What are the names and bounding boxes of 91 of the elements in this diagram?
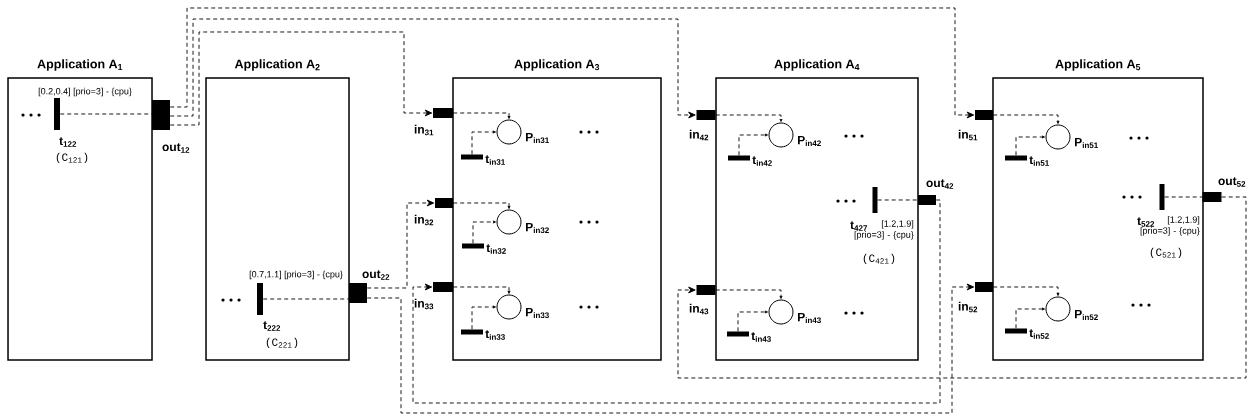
- dashed-line: [1164, 196, 1203, 198]
- transition-bar: t$_{in51}$: [1005, 155, 1049, 166]
- arrow: [366, 199, 435, 289]
- node-label: t$_{222}$: [263, 321, 281, 331]
- arrow: [412, 199, 941, 404]
- transition-bar: t$_{in43}$: [727, 331, 771, 342]
- node-label: out$_{12}$: [162, 143, 190, 153]
- arrow: [471, 130, 496, 155]
- transition-bar: t$_{in42}$: [728, 155, 772, 166]
- port-block: in$_{52}$: [958, 282, 993, 313]
- node-label: P$_{in51}$: [1075, 137, 1098, 149]
- port-block: in$_{43}$: [689, 285, 716, 315]
- node-label: Application A$_{3}$: [514, 59, 600, 71]
- node-label: out$_{52}$: [1218, 177, 1246, 187]
- dashed-line: [262, 298, 350, 300]
- port-block: out$_{22}$: [349, 270, 390, 303]
- arrow: [452, 286, 511, 294]
- node-label: Application A$_{2}$: [234, 59, 320, 71]
- node-label: (C$_{121}$): [56, 152, 88, 164]
- node-label: [1.2,1.9]: [881, 220, 914, 229]
- node-label: (C$_{221}$): [266, 337, 298, 349]
- node-label: Application A$_{1}$: [37, 59, 123, 71]
- arrow: [992, 114, 1060, 124]
- node-label: t$_{122}$: [59, 137, 77, 147]
- port-block: out$_{12}$: [152, 100, 190, 153]
- arrow: [992, 286, 1060, 296]
- arrow: [169, 31, 433, 126]
- node-label: t$_{in32}$: [486, 244, 506, 254]
- node-label: (C$_{521}$): [1150, 247, 1182, 259]
- port-block: in$_{42}$: [689, 110, 716, 141]
- transition-bar: t$_{427}$ [1.2,1.9] [prio=3] - {cpu} (C$_{421}$): [850, 187, 914, 265]
- arrow: [472, 220, 496, 244]
- node-label: Application A$_{4}$: [774, 59, 860, 71]
- node-label: t$_{in31}$: [485, 155, 505, 165]
- node-label: P$_{in32}$: [526, 222, 549, 234]
- transition-bar: t$_{in33}$: [461, 329, 505, 340]
- transition-bar: t$_{522}$ [1.2,1.9] [prio=3] - {cpu} (C$_{521}$): [1137, 184, 1200, 259]
- node-label: t$_{in52}$: [1029, 329, 1049, 339]
- arrow: [1015, 307, 1045, 329]
- transition-bar: t$_{in52}$: [1005, 328, 1049, 339]
- node-label: P$_{in42}$: [798, 135, 821, 147]
- port-block: in$_{31}$: [414, 108, 453, 136]
- port-block: out$_{42}$: [918, 179, 954, 205]
- node-label: in$_{32}$: [414, 214, 434, 226]
- node-label: P$_{in52}$: [1075, 309, 1098, 321]
- node-label: Application A$_{5}$: [1055, 59, 1141, 71]
- arrow: [1015, 135, 1045, 156]
- node-label: in$_{43}$: [689, 303, 709, 315]
- transition-bar: t$_{in32}$: [462, 243, 506, 254]
- node-label: (C$_{421}$): [863, 253, 895, 265]
- arrow: [471, 305, 496, 330]
- node-label: [0.2,0.4] [prio=3] - {cpu}: [38, 87, 132, 97]
- arrow: [737, 310, 768, 332]
- node-label: [prio=3] - {cpu}: [854, 231, 914, 240]
- node-label: P$_{in31}$: [526, 132, 549, 144]
- node-label: P$_{in33}$: [526, 307, 549, 319]
- arrow: [738, 133, 768, 156]
- port-block: in$_{33}$: [414, 282, 453, 310]
- arrow: [169, 18, 696, 119]
- arrow: [452, 112, 511, 119]
- port-block: out$_{52}$: [1202, 177, 1246, 202]
- dashed-line: [877, 199, 919, 201]
- arrow: [715, 114, 783, 122]
- node-label: [prio=3] - {cpu}: [1140, 227, 1200, 236]
- arrow: [366, 283, 975, 414]
- transition-bar: [0.7,1.1] [prio=3] - {cpu} t$_{222}$ (C$_{221}$): [249, 270, 343, 349]
- transition-bar: t$_{in31}$: [461, 154, 505, 165]
- node-label: [0.7,1.1] [prio=3] - {cpu}: [249, 270, 343, 280]
- transition-bar: [0.2,0.4] [prio=3] - {cpu} t$_{122}$ (C$_{121}$): [38, 87, 132, 164]
- node-label: out$_{22}$: [362, 270, 390, 280]
- node-label: t$_{427}$: [850, 221, 868, 231]
- node-label: out$_{42}$: [926, 179, 954, 189]
- node-label: in$_{42}$: [689, 129, 709, 141]
- arrow: [169, 7, 975, 119]
- port-block: in$_{51}$: [958, 110, 993, 141]
- node-label: t$_{in42}$: [752, 156, 772, 166]
- node-label: P$_{in43}$: [798, 312, 821, 324]
- arrow: [452, 202, 511, 209]
- node-label: in$_{33}$: [414, 298, 434, 310]
- node-label: t$_{in33}$: [485, 330, 505, 340]
- dashed-line: [59, 113, 153, 115]
- arrow: [715, 289, 783, 299]
- node-label: t$_{522}$: [1137, 217, 1155, 227]
- node-label: t$_{in43}$: [751, 332, 771, 342]
- node-label: [1.2,1.9]: [1167, 216, 1200, 225]
- node-label: t$_{in51}$: [1029, 156, 1049, 166]
- node-label: in$_{52}$: [958, 301, 978, 313]
- arrow: [677, 196, 1247, 379]
- port-block: in$_{32}$: [414, 198, 453, 226]
- node-label: in$_{51}$: [958, 129, 978, 141]
- node-label: in$_{31}$: [414, 124, 434, 136]
